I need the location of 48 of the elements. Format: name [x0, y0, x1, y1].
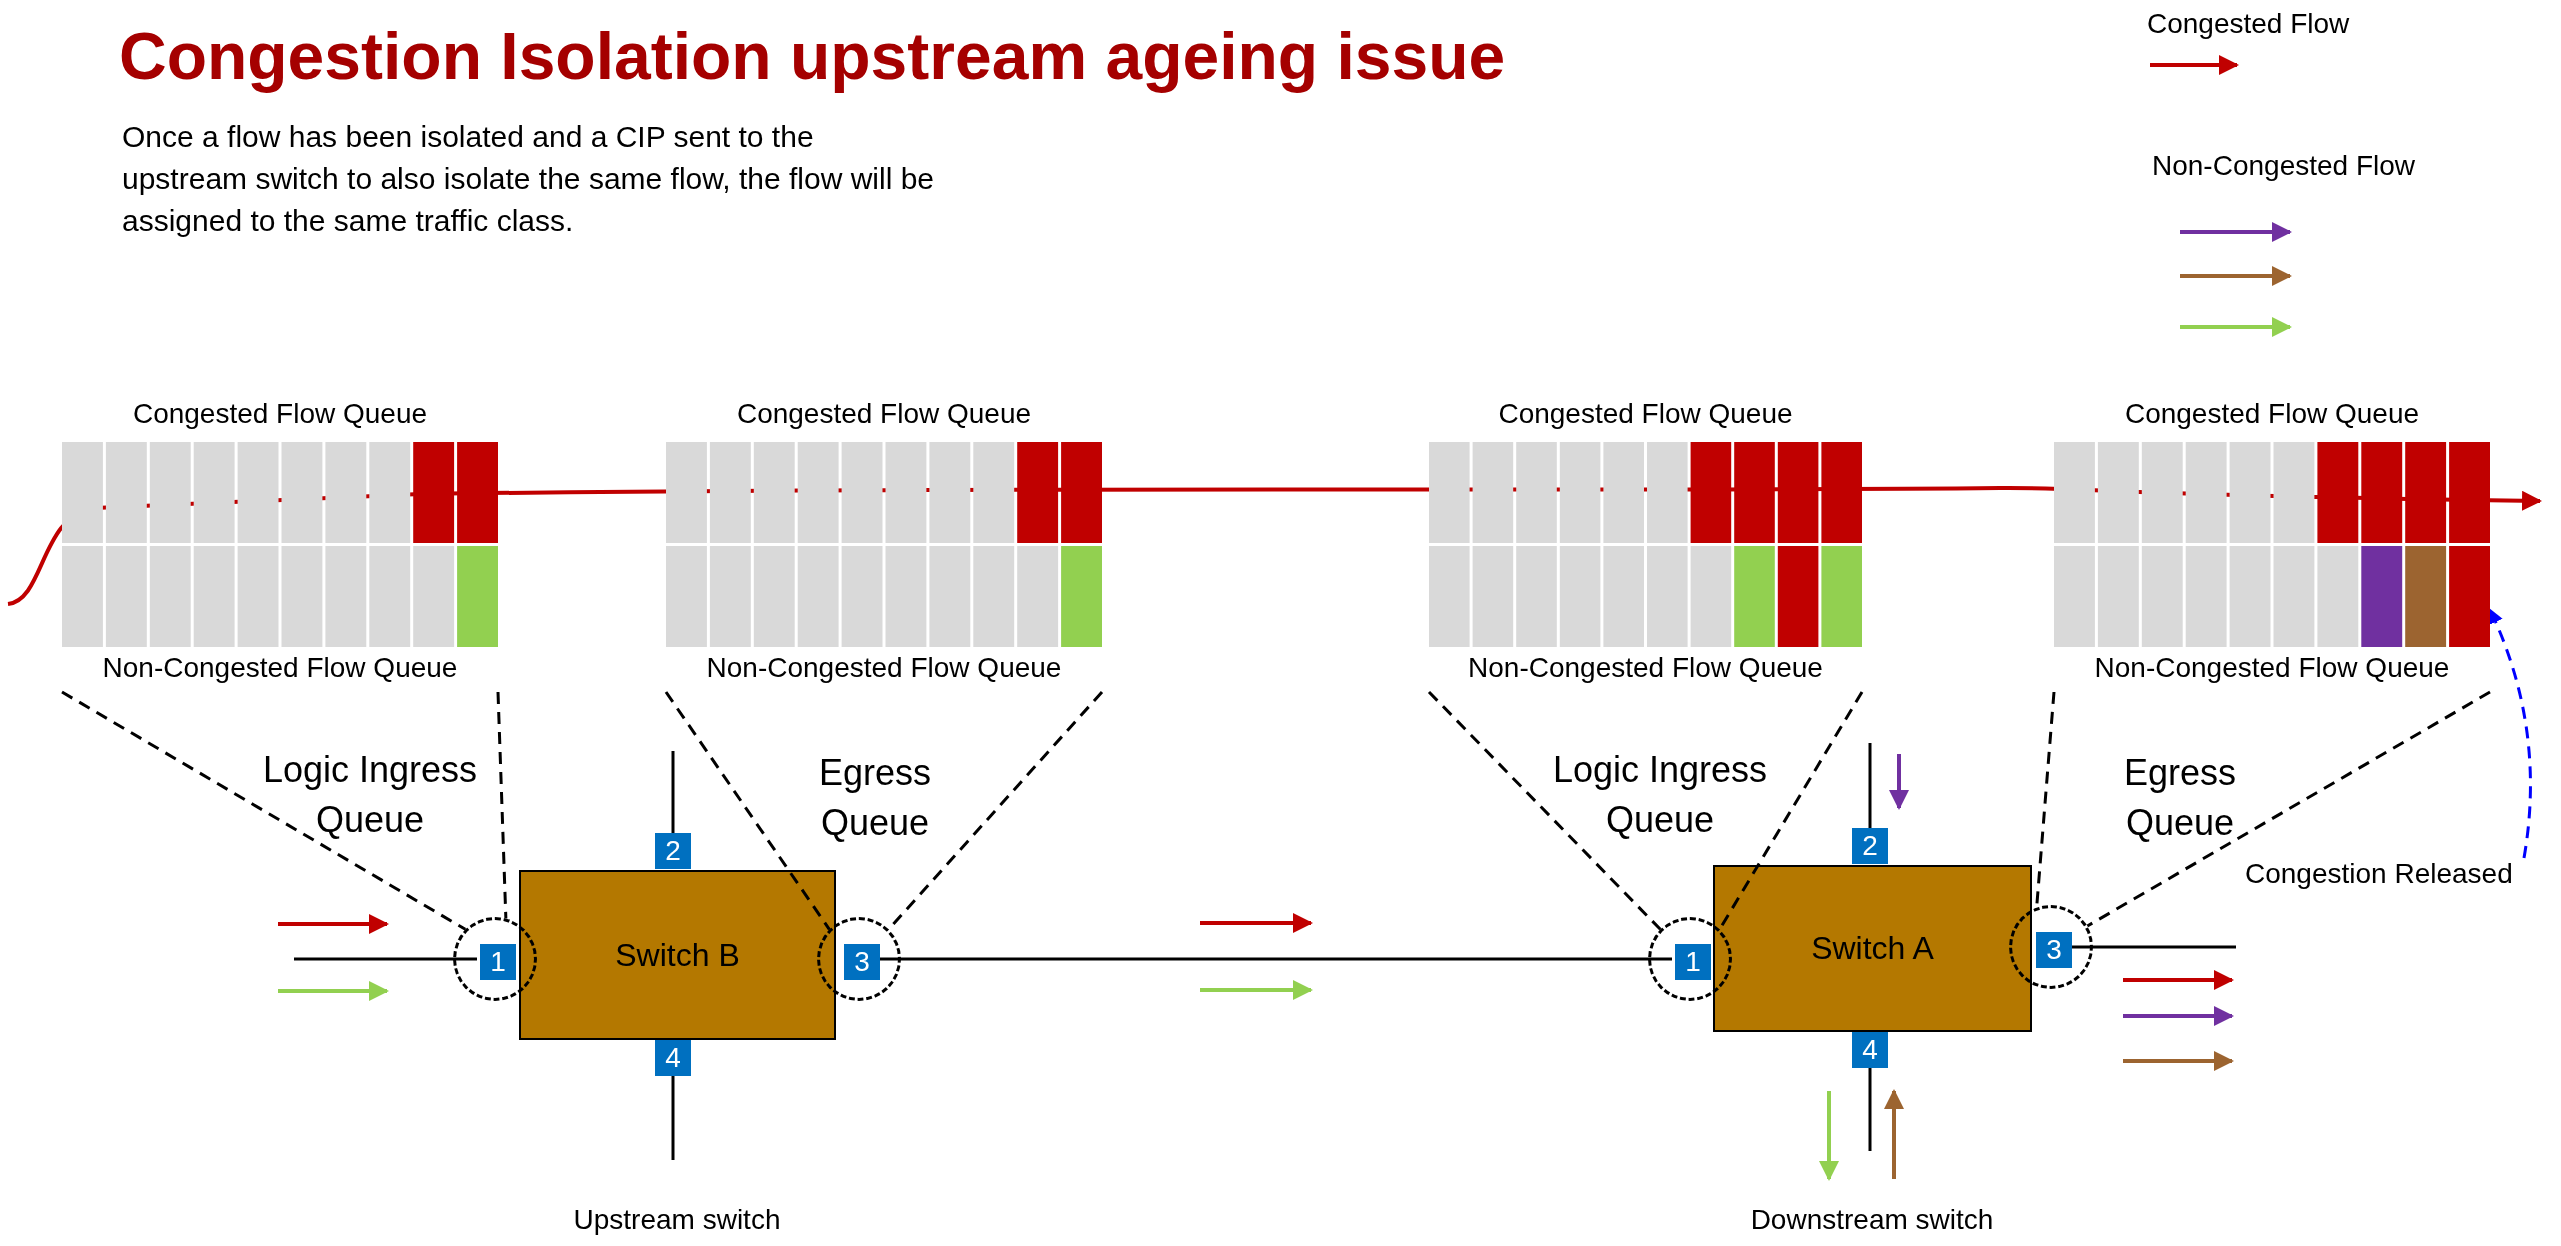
switch-box	[519, 870, 836, 1040]
connection-line	[1868, 1068, 1872, 1151]
connection-line	[671, 751, 675, 833]
queue-title: Congested Flow Queue	[2123, 398, 2421, 431]
connection-line	[1868, 743, 1872, 828]
description-text: Once a flow has been isolated and a CIP sent to the upstream switch to also isolate the same flow, the flow will be assigned to the same traffic class.	[122, 119, 936, 239]
queue-label: Logic Ingress Queue	[1551, 748, 1769, 843]
port-box: 4	[655, 1040, 691, 1076]
queue-title: Congested Flow Queue	[1497, 398, 1794, 431]
connection-line	[671, 1076, 675, 1160]
dashed-circle	[2009, 905, 2093, 989]
switch-box	[1713, 865, 2032, 1032]
queue-title: Non-Congested Flow Queue	[2093, 652, 2451, 685]
leader-line	[664, 691, 831, 931]
queue-title: Non-Congested Flow Queue	[101, 652, 459, 685]
queue-label: Egress Queue	[817, 751, 932, 846]
legend-label: Congested Flow	[2147, 8, 2350, 40]
port-box: 2	[1852, 828, 1888, 864]
connection-line	[877, 957, 1672, 961]
dashed-circle	[817, 917, 901, 1001]
queue-title: Congested Flow Queue	[735, 398, 1033, 431]
arrow	[2488, 608, 2532, 859]
connection-line	[2069, 945, 2236, 949]
switch-caption: Upstream switch	[572, 1203, 782, 1237]
queue-title: Non-Congested Flow Queue	[1467, 652, 1824, 685]
port-box: 1	[480, 944, 516, 980]
leader-line	[61, 690, 467, 931]
connection-line	[294, 957, 477, 961]
switch-caption: Downstream switch	[1749, 1203, 1995, 1237]
port-box: 2	[655, 833, 691, 869]
leader-line	[2086, 690, 2491, 928]
leader-line	[1427, 690, 1662, 931]
switch-label: Switch A	[1810, 929, 1935, 968]
legend-label: Non-Congested Flow	[2152, 150, 2416, 182]
title: Congestion Isolation upstream ageing issue	[119, 18, 1506, 94]
port-box: 3	[2036, 932, 2072, 968]
switch-label: Switch B	[614, 936, 741, 975]
queue-title: Non-Congested Flow Queue	[705, 652, 1063, 685]
leader-line	[496, 691, 508, 919]
port-box: 4	[1852, 1032, 1888, 1068]
queue-label: Logic Ingress Queue	[261, 748, 479, 843]
port-box: 3	[844, 944, 880, 980]
dashed-circle	[453, 917, 537, 1001]
annotation-text: Congestion Released	[2245, 858, 2545, 894]
port-box: 1	[1675, 944, 1711, 980]
queue-label: Egress Queue	[2122, 751, 2237, 846]
queue-title: Congested Flow Queue	[131, 398, 429, 431]
dashed-circle	[1648, 917, 1732, 1001]
